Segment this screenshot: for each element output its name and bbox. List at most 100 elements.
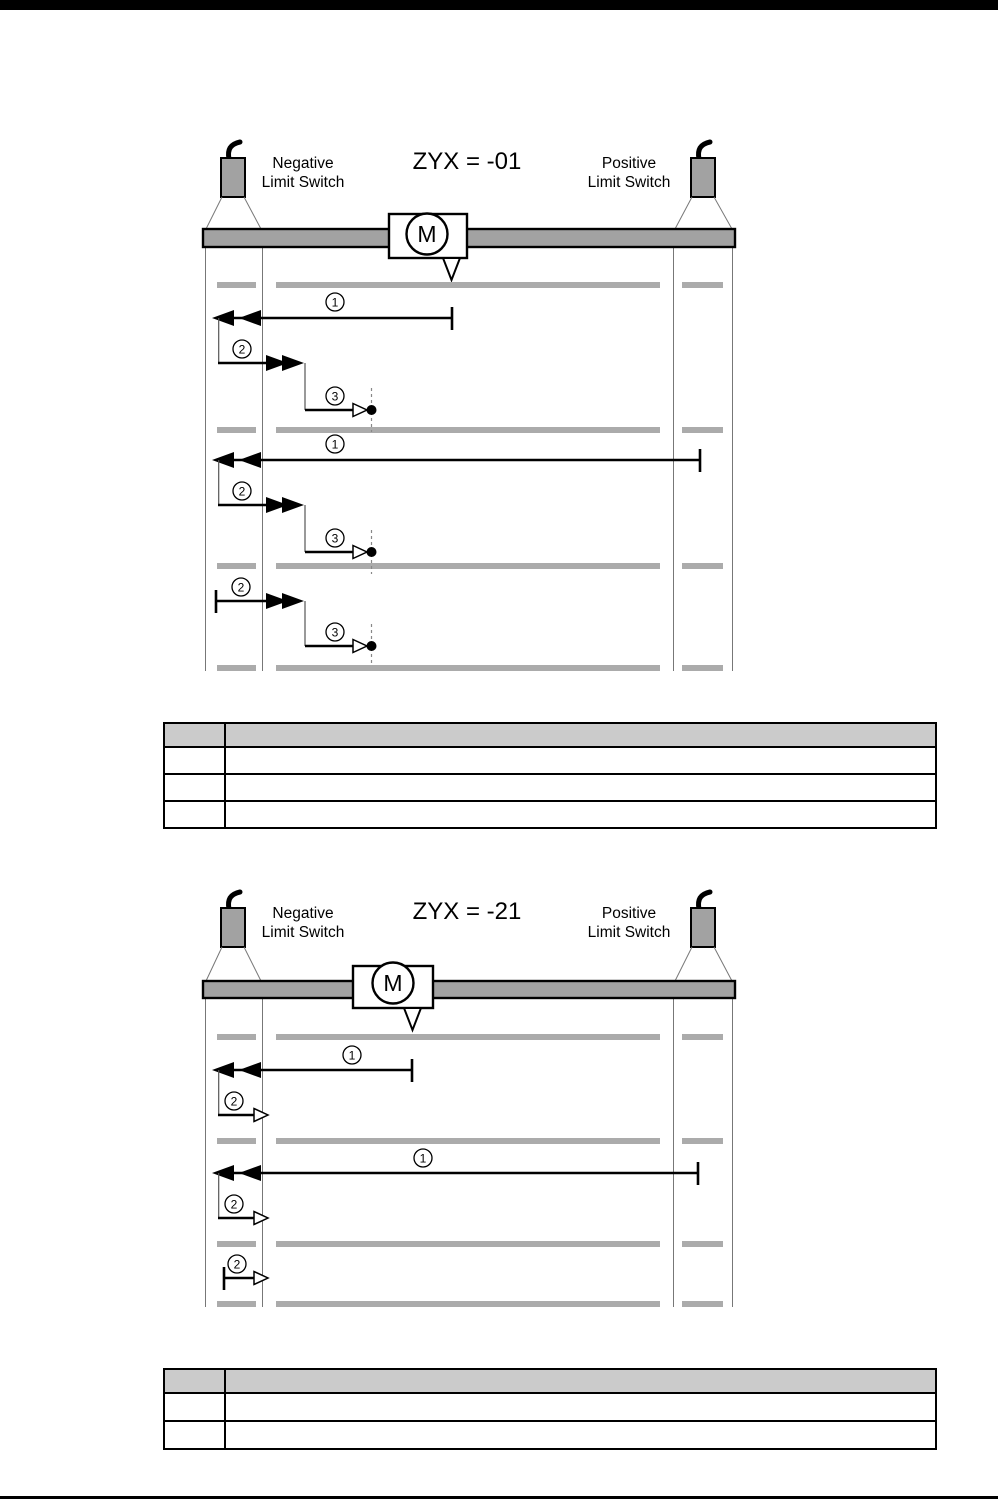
dash-bar — [682, 563, 723, 569]
svg-text:1: 1 — [349, 1049, 356, 1063]
sensor-cable-icon — [226, 889, 243, 912]
open-arrowhead-icon — [352, 544, 369, 560]
sensor-beam-line — [205, 196, 223, 230]
right-arrowhead-icon — [282, 355, 304, 371]
table-cell — [163, 1420, 226, 1450]
svg-text:Positive: Positive — [602, 905, 656, 922]
step-number-circle — [325, 622, 345, 642]
dash-bar — [217, 1138, 256, 1144]
negative-limit-switch-sensor — [205, 139, 262, 230]
svg-text:1: 1 — [332, 438, 339, 452]
dash-bar — [217, 282, 256, 288]
svg-text:2: 2 — [239, 485, 246, 499]
step-number-circle — [325, 292, 345, 312]
left-arrowhead-icon — [239, 310, 261, 326]
dash-bar — [682, 1301, 723, 1307]
dash-bar — [217, 1241, 256, 1247]
home-point-dot — [366, 641, 377, 651]
open-arrowhead-icon — [352, 638, 369, 654]
dash-bar — [217, 1034, 256, 1040]
motor-carriage: M — [387, 212, 469, 283]
step-number-circle — [232, 481, 252, 501]
home-point-dot — [366, 547, 377, 557]
d1-sequence2-step3-home: 3 — [305, 528, 377, 574]
step-number-circle — [325, 386, 345, 406]
limit-switch-zones — [205, 997, 733, 1307]
left-arrowhead-icon — [239, 452, 261, 468]
svg-text:2: 2 — [231, 1198, 238, 1212]
table-row — [163, 773, 937, 802]
svg-text:Negative: Negative — [272, 155, 333, 172]
d1-sequence1-step1-move-left: 1 — [212, 292, 454, 330]
separator-row — [217, 1034, 723, 1040]
d1-sequence2-step1-move-left: 1 — [212, 434, 702, 472]
sensor-beam-line — [674, 946, 693, 982]
table-cell — [224, 800, 937, 829]
d2-sequence1-step2-move-right: 2 — [218, 1091, 270, 1123]
footer-rule — [0, 1496, 998, 1499]
homing-diagram-zyx-neg01: M ZYX = -01 Negative Limit Switch Positi… — [201, 139, 737, 671]
dash-bar — [276, 427, 660, 433]
homing-diagram-zyx-neg21: M ZYX = -21 Negative Limit Switch Positi… — [201, 889, 737, 1307]
table-cell — [224, 1392, 937, 1422]
step-number-circle — [224, 1091, 244, 1111]
d2-sequence1-step1-move-left: 1 — [212, 1045, 414, 1082]
svg-text:2: 2 — [239, 343, 246, 357]
dash-bar — [276, 1301, 660, 1307]
open-arrowhead-icon — [253, 1270, 270, 1286]
description-table-1 — [163, 722, 937, 829]
sensor-cable-icon — [226, 139, 243, 162]
table-row — [163, 746, 937, 775]
svg-text:Negative: Negative — [272, 905, 333, 922]
table-row — [163, 800, 937, 829]
left-arrowhead-icon — [239, 1165, 261, 1181]
d1-sequence3-step2-move-right: 2 — [214, 577, 304, 613]
table-row — [163, 1420, 937, 1450]
table-header-cell — [224, 1368, 937, 1394]
position-pointer-icon — [402, 1007, 423, 1033]
step-number-circle — [413, 1148, 433, 1168]
left-arrowhead-icon — [212, 452, 234, 468]
dash-bar — [276, 1241, 660, 1247]
right-arrowhead-icon — [282, 593, 304, 609]
d2-sequence2-step2-move-right: 2 — [218, 1194, 270, 1226]
svg-text:3: 3 — [332, 532, 339, 546]
dash-bar — [276, 282, 660, 288]
sensor-beam-line — [243, 196, 262, 230]
dash-bar — [682, 427, 723, 433]
left-arrowhead-icon — [212, 1062, 234, 1078]
dash-bar — [217, 665, 256, 671]
positive-limit-switch-sensor — [674, 139, 733, 230]
left-arrowhead-icon — [239, 1062, 261, 1078]
sensor-body — [220, 907, 246, 948]
sensor-beam-line — [674, 196, 693, 230]
table-header-cell — [163, 722, 226, 748]
open-arrowhead-icon — [253, 1107, 270, 1123]
diagram-title: ZYX = -21 — [413, 898, 522, 925]
d2-sequence2-step1-move-left: 1 — [212, 1148, 700, 1185]
step-number-circle — [342, 1045, 362, 1065]
dash-bar — [682, 1241, 723, 1247]
table-cell — [163, 746, 226, 775]
svg-text:1: 1 — [332, 296, 339, 310]
table-cell — [224, 746, 937, 775]
diagram-title: ZYX = -01 — [413, 148, 522, 175]
motor-letter: M — [383, 970, 402, 996]
negative-limit-switch-label: Negative Limit Switch — [262, 905, 345, 941]
motor-letter: M — [417, 221, 436, 247]
table-cell — [224, 1420, 937, 1450]
d1-sequence2-step2-move-right: 2 — [218, 481, 304, 513]
right-arrowhead-icon — [282, 497, 304, 513]
motor-circle — [405, 212, 449, 256]
dash-bar — [276, 1138, 660, 1144]
svg-text:Limit Switch: Limit Switch — [262, 174, 345, 191]
d2-sequence3-step2-move-right: 2 — [222, 1254, 270, 1290]
table-header-row — [163, 722, 937, 748]
axis-rail — [201, 979, 737, 1000]
sensor-beam-line — [243, 946, 262, 982]
negative-limit-switch-sensor — [205, 889, 262, 982]
dash-bar — [682, 1034, 723, 1040]
sensor-cable-icon — [696, 889, 713, 912]
dash-bar — [217, 563, 256, 569]
right-arrowhead-icon — [266, 497, 288, 513]
